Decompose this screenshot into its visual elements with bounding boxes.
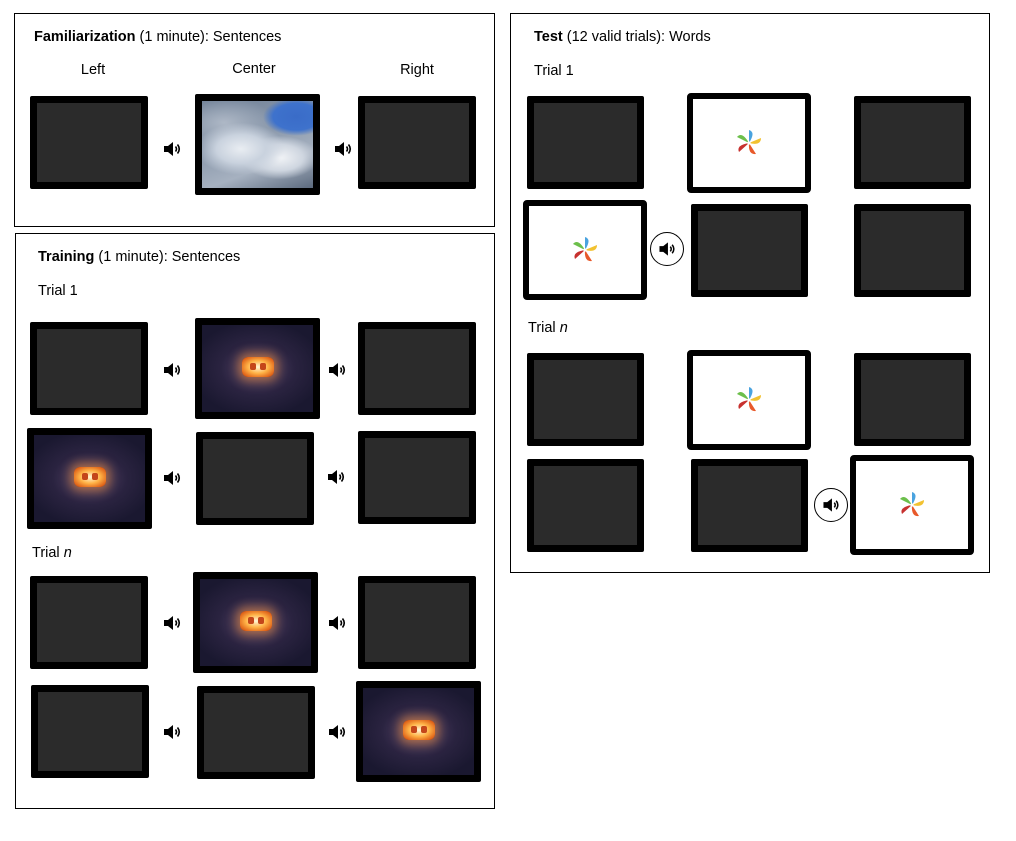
- screen-left: [30, 96, 148, 189]
- light-icon: [73, 466, 106, 487]
- sky-image: [195, 94, 320, 195]
- screen-left: [30, 576, 148, 669]
- screen-right: [358, 576, 476, 669]
- screen-right: [854, 353, 971, 446]
- column-label-left: Left: [80, 62, 106, 78]
- test-trial-1-label: Trial 1: [534, 63, 574, 79]
- speaker-icon: [325, 466, 347, 488]
- training-title: Training (1 minute): Sentences: [38, 249, 241, 265]
- familiarization-title: Familiarization (1 minute): Sentences: [34, 29, 282, 45]
- pinwheel-screen: [850, 455, 974, 555]
- screen-center: [197, 686, 315, 779]
- pinwheel-icon: [737, 130, 761, 155]
- test-title: Test (12 valid trials): Words: [534, 29, 711, 45]
- test-trial-n-label: Trial n: [528, 320, 568, 336]
- speaker-icon: [326, 359, 348, 381]
- pinwheel-screen: [523, 200, 647, 300]
- screen-left: [30, 322, 148, 415]
- speaker-icon: [326, 721, 348, 743]
- pinwheel-icon: [737, 387, 761, 412]
- screen-left: [527, 353, 644, 446]
- screen-right: [358, 96, 476, 189]
- screen-left: [527, 459, 644, 552]
- screen-center: [691, 204, 808, 297]
- light-image: [193, 572, 318, 673]
- speaker-icon: [814, 488, 848, 522]
- screen-left: [527, 96, 644, 189]
- training-trial-n-label: Trial n: [32, 545, 72, 561]
- column-label-center: Center: [232, 61, 276, 77]
- light-icon: [241, 356, 274, 377]
- screen-center: [691, 459, 808, 552]
- light-icon: [239, 610, 272, 631]
- screen-right: [358, 431, 476, 524]
- column-label-right: Right: [400, 62, 434, 78]
- screen-center: [196, 432, 314, 525]
- pinwheel-icon: [573, 237, 597, 262]
- speaker-icon: [326, 612, 348, 634]
- pinwheel-screen: [687, 350, 811, 450]
- screen-right: [358, 322, 476, 415]
- screen-right: [854, 204, 971, 297]
- speaker-icon: [161, 612, 183, 634]
- light-image: [356, 681, 481, 782]
- pinwheel-icon: [900, 492, 924, 517]
- speaker-icon: [161, 467, 183, 489]
- light-image: [195, 318, 320, 419]
- pinwheel-screen: [687, 93, 811, 193]
- screen-left: [31, 685, 149, 778]
- screen-right: [854, 96, 971, 189]
- training-trial-1-label: Trial 1: [38, 283, 78, 299]
- speaker-icon: [161, 359, 183, 381]
- speaker-icon: [650, 232, 684, 266]
- speaker-icon: [161, 138, 183, 160]
- speaker-icon: [161, 721, 183, 743]
- light-icon: [402, 719, 435, 740]
- speaker-icon: [332, 138, 354, 160]
- light-image: [27, 428, 152, 529]
